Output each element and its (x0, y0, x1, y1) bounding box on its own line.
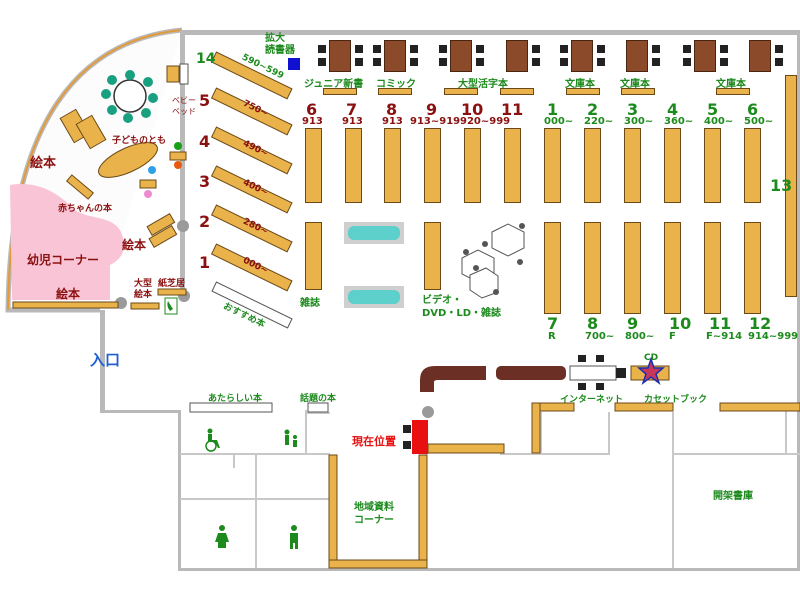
red-shelf-range-8: 913 (382, 116, 403, 127)
entrance-label: 入口 (90, 351, 121, 369)
open-stacks-label: 開架書庫 (713, 491, 753, 502)
magnifier-reader-label: 拡大 読書器 (265, 33, 295, 56)
green-shelf-range-5: 400~ (704, 116, 734, 127)
bunko-label-2: 文庫本 (620, 79, 650, 90)
diag-shelf-num-2: 2 (199, 212, 211, 231)
cassette-books-label: カセットブック (644, 395, 708, 405)
red-shelf-num-11: 11 (501, 100, 524, 119)
green-shelf-range-3: 300~ (624, 116, 654, 127)
internet-label: インターネット (560, 395, 624, 405)
red-shelf-num-8: 8 (386, 100, 398, 119)
diag-shelf-num-5: 5 (199, 91, 211, 110)
green-shelf-range-7: R (548, 331, 556, 342)
picture-books-label-3: 絵本 (56, 287, 81, 301)
picture-books-label-2: 絵本 (122, 238, 147, 252)
local-materials-label: 地域資料 コーナー (354, 502, 394, 526)
red-shelf-num-9: 9 (426, 100, 438, 119)
green-shelf-range-1: 000~ (544, 116, 574, 127)
green-shelf-range-2: 220~ (584, 116, 614, 127)
green-shelf-num-9: 9 (627, 314, 639, 333)
cd-label: CD (644, 353, 659, 363)
green-shelf-num-1: 1 (547, 100, 559, 119)
green-shelf-num-7: 7 (547, 314, 559, 333)
kodomo-no-tomo-label: 子どものとも (112, 136, 167, 146)
green-shelf-num-11: 11 (709, 314, 732, 333)
magazine-label: 雑誌 (300, 298, 320, 309)
video-dvd-label: ビデオ・ DVD・LD・雑誌 (422, 295, 502, 319)
red-shelf-num-6: 6 (306, 100, 318, 119)
comic-label: コミック (376, 79, 416, 90)
bunko-label-3: 文庫本 (716, 79, 746, 90)
junior-shinsho-label: ジュニア新書 (304, 79, 364, 90)
diag-shelf-num-14: 14 (196, 51, 216, 67)
red-shelf-range-6: 913 (302, 116, 323, 127)
hot-topic-books-label: 話題の本 (300, 394, 337, 404)
green-shelf-num-5: 5 (707, 100, 719, 119)
toddler-corner-label: 幼児コーナー (27, 253, 100, 267)
current-location-label: 現在位置 (352, 435, 396, 448)
green-shelf-range-8: 700~ (585, 331, 615, 342)
green-shelf-num-3: 3 (627, 100, 639, 119)
picture-books-label-1: 絵本 (30, 156, 57, 171)
green-shelf-num-8: 8 (587, 314, 599, 333)
kids-area-shape (10, 184, 125, 300)
red-shelf-range-7: 913 (342, 116, 363, 127)
green-shelf-num-2: 2 (587, 100, 599, 119)
bunko-label-1: 文庫本 (565, 79, 595, 90)
green-shelf-num-10: 10 (669, 314, 692, 333)
green-shelf-range-10: F (669, 331, 676, 342)
kamishibai-label: 紙芝居 (158, 279, 186, 289)
large-picture-books-label: 大型 絵本 (134, 279, 153, 300)
diag-shelf-num-4: 4 (199, 132, 211, 151)
green-shelf-num-6: 6 (747, 100, 759, 119)
shelf-num-13: 13 (770, 176, 793, 195)
diag-shelf-num-3: 3 (199, 172, 211, 191)
baby-books-label: 赤ちゃんの本 (58, 204, 113, 214)
green-shelf-range-12: 914~999 (748, 331, 799, 342)
green-shelf-num-4: 4 (667, 100, 679, 119)
red-shelf-range-10: 920~999 (460, 116, 511, 127)
baby-bed-label: ベビー ベッド (172, 96, 196, 116)
red-shelf-num-10: 10 (461, 100, 484, 119)
green-shelf-num-12: 12 (749, 314, 772, 333)
green-shelf-range-11: F~914 (706, 331, 743, 342)
green-shelf-range-4: 360~ (664, 116, 694, 127)
diag-shelf-num-1: 1 (199, 253, 211, 272)
red-shelf-range-9: 913~919 (410, 116, 461, 127)
green-shelf-range-9: 800~ (625, 331, 655, 342)
red-shelf-num-7: 7 (346, 100, 358, 119)
green-shelf-range-6: 500~ (744, 116, 774, 127)
new-books-label: あたらしい本 (208, 394, 263, 404)
large-print-label: 大型活字本 (458, 79, 508, 90)
